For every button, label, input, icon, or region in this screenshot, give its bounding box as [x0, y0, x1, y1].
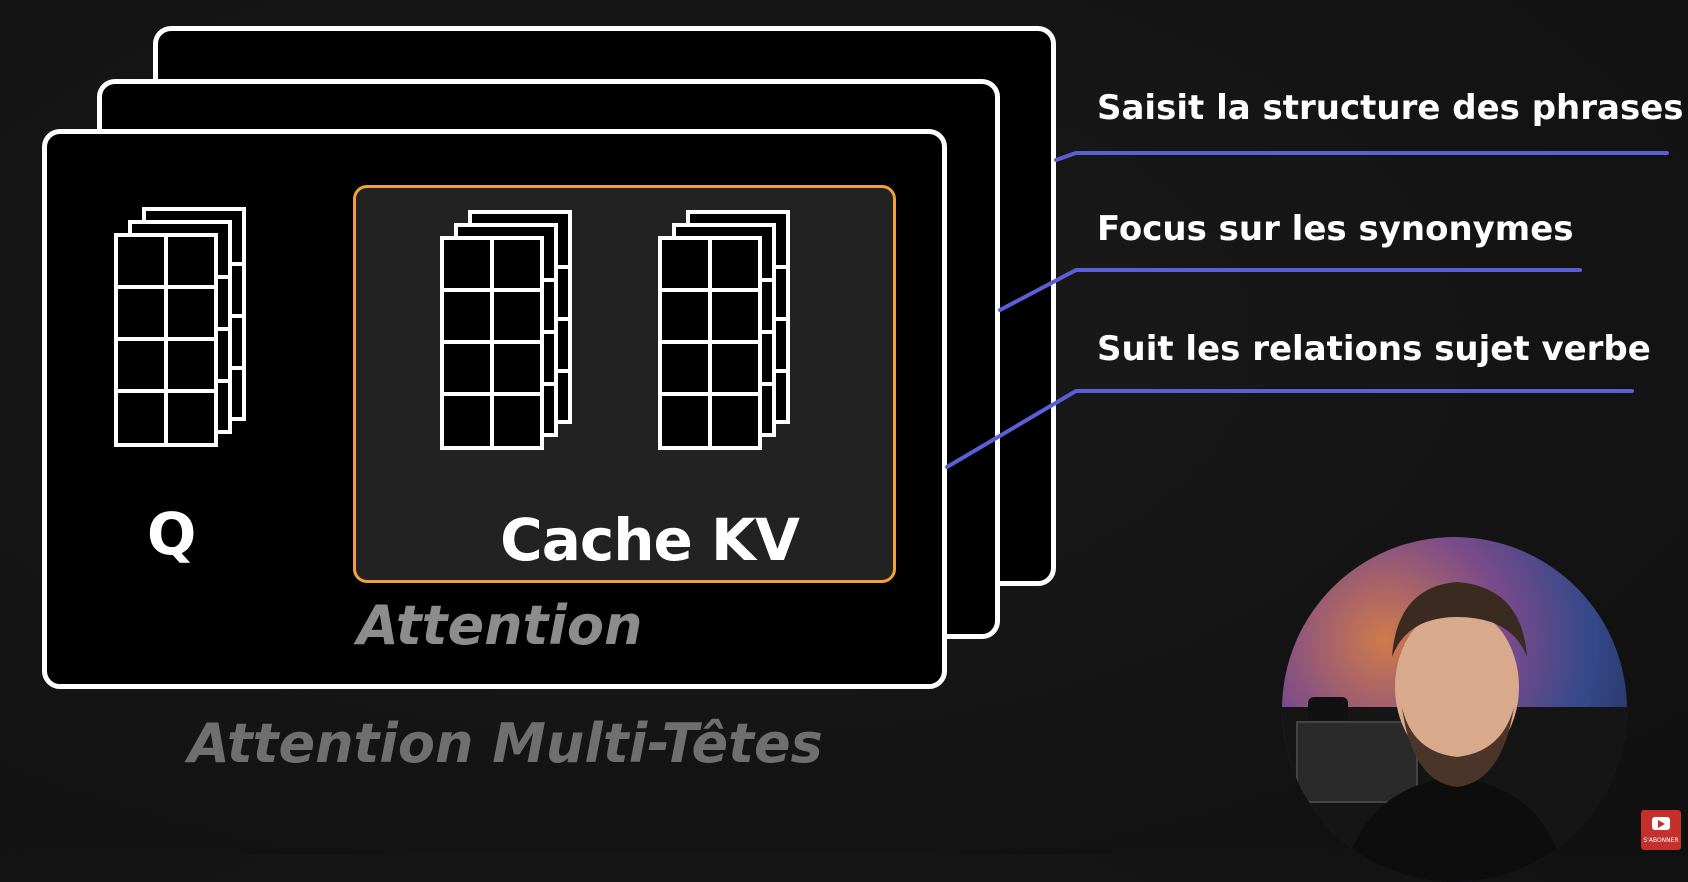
head-description-2: Focus sur les synonymes: [1097, 209, 1574, 249]
connector-head-2: [998, 268, 1582, 312]
kv-cache-box: Cache KV: [353, 185, 896, 583]
head-description-3: Suit les relations sujet verbe: [1097, 329, 1651, 369]
head-connectors: [945, 151, 1669, 469]
q-label: Q: [147, 500, 197, 568]
connector-head-3: [945, 389, 1634, 469]
k-matrix-icon: [440, 210, 572, 450]
kv-cache-label: Cache KV: [500, 506, 800, 574]
attention-head-card-front: Q: [42, 129, 947, 689]
v-matrix-icon: [658, 210, 790, 450]
multi-head-attention-label: Attention Multi-Têtes: [188, 712, 823, 775]
q-matrix-icon: [114, 207, 246, 447]
head-description-1: Saisit la structure des phrases: [1097, 88, 1684, 128]
presenter-avatar-icon: [1282, 582, 1627, 882]
subscribe-button[interactable]: S'ABONNER: [1641, 810, 1681, 850]
subscribe-label: S'ABONNER: [1643, 837, 1679, 844]
presenter-webcam: [1282, 537, 1627, 882]
attention-label: Attention: [357, 594, 643, 657]
connector-head-1: [1054, 151, 1669, 162]
